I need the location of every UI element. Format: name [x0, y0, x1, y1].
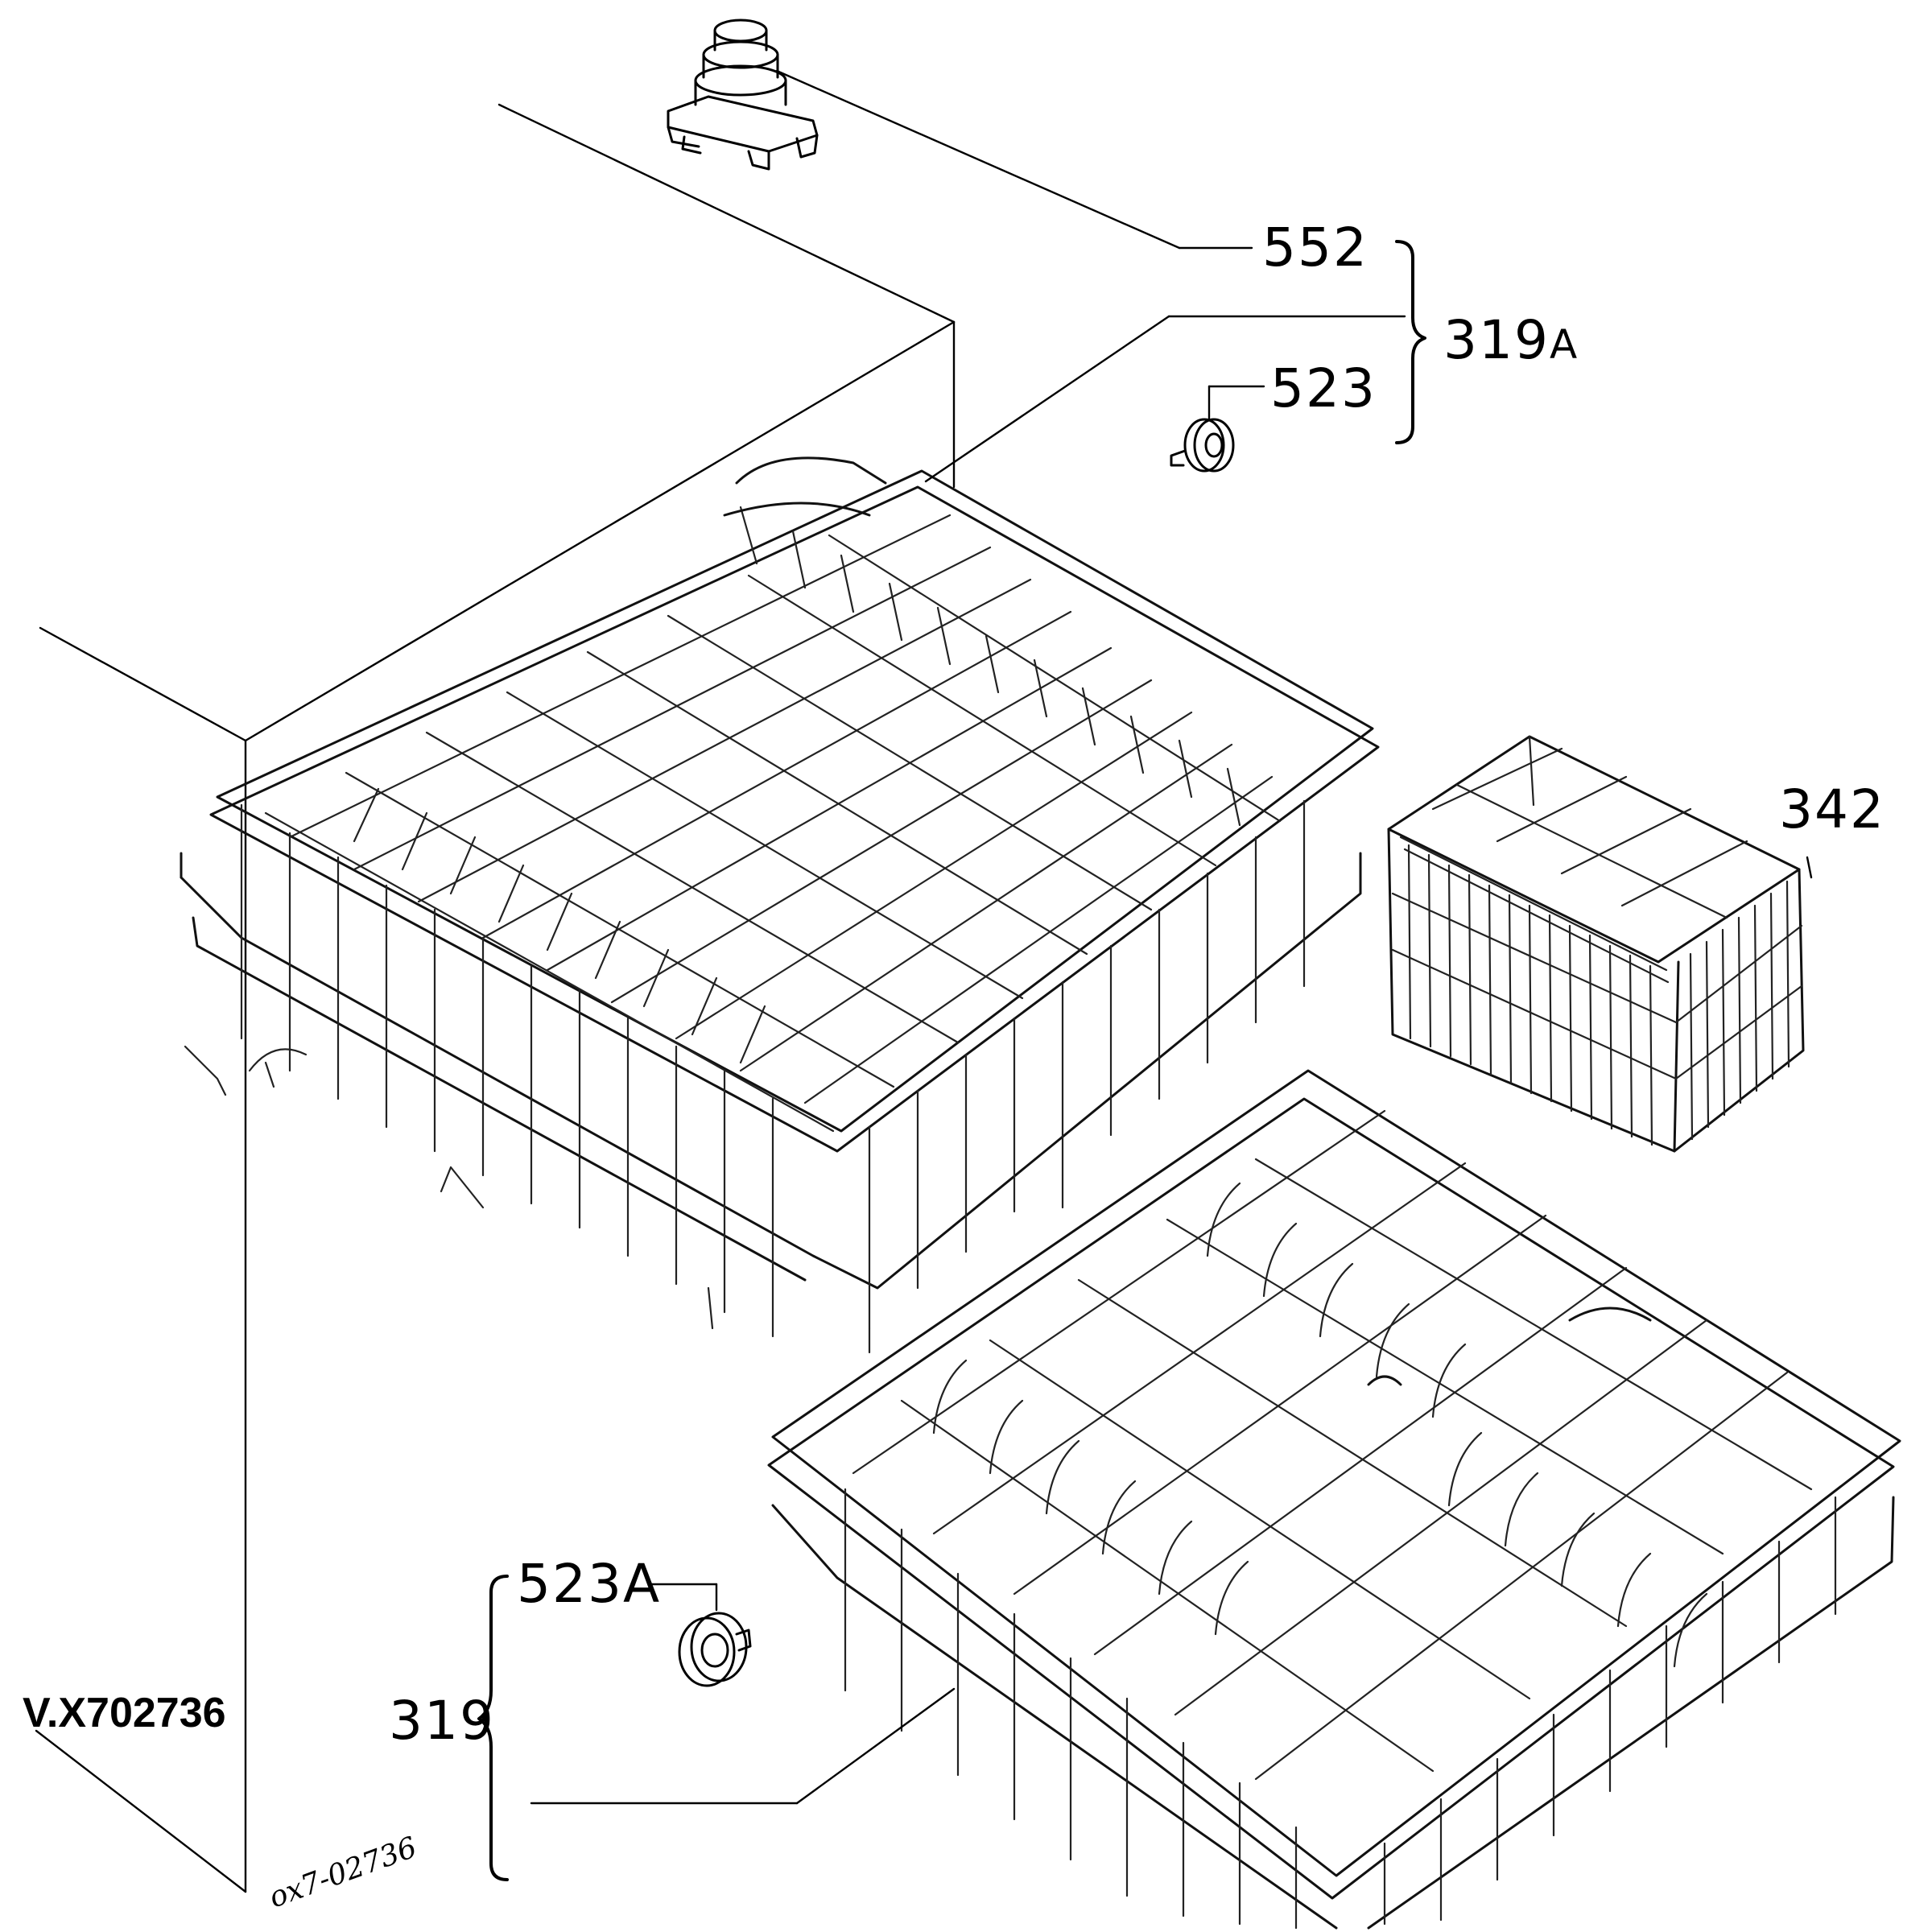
callout-523a: 523A — [517, 1553, 661, 1615]
part-552-spray-arm-support — [667, 19, 819, 171]
callout-342: 342 — [1779, 778, 1885, 840]
brace-319 — [477, 1575, 509, 1881]
part-319-lower-basket — [767, 1069, 1901, 1930]
part-523a-rack-wheel — [678, 1612, 752, 1687]
leader-lines — [530, 69, 1813, 1805]
part-342-cutlery-basket — [1387, 735, 1805, 1153]
callout-552: 552 — [1262, 217, 1368, 279]
brace-319a — [1395, 240, 1426, 444]
handwritten-note: ox7-02736 — [265, 1831, 421, 1914]
callout-319a-suffix: A — [1550, 321, 1579, 368]
dishwasher-cabinet-outline — [35, 103, 956, 1893]
callout-319a: 319A — [1443, 309, 1579, 371]
callout-319: 319 — [389, 1690, 495, 1752]
callout-523: 523 — [1270, 357, 1377, 419]
callout-319a-number: 319 — [1443, 309, 1550, 371]
part-523-rack-wheel — [1170, 418, 1235, 473]
drawing-code: V.X702736 — [23, 1690, 226, 1736]
part-319a-upper-basket — [180, 456, 1380, 1354]
